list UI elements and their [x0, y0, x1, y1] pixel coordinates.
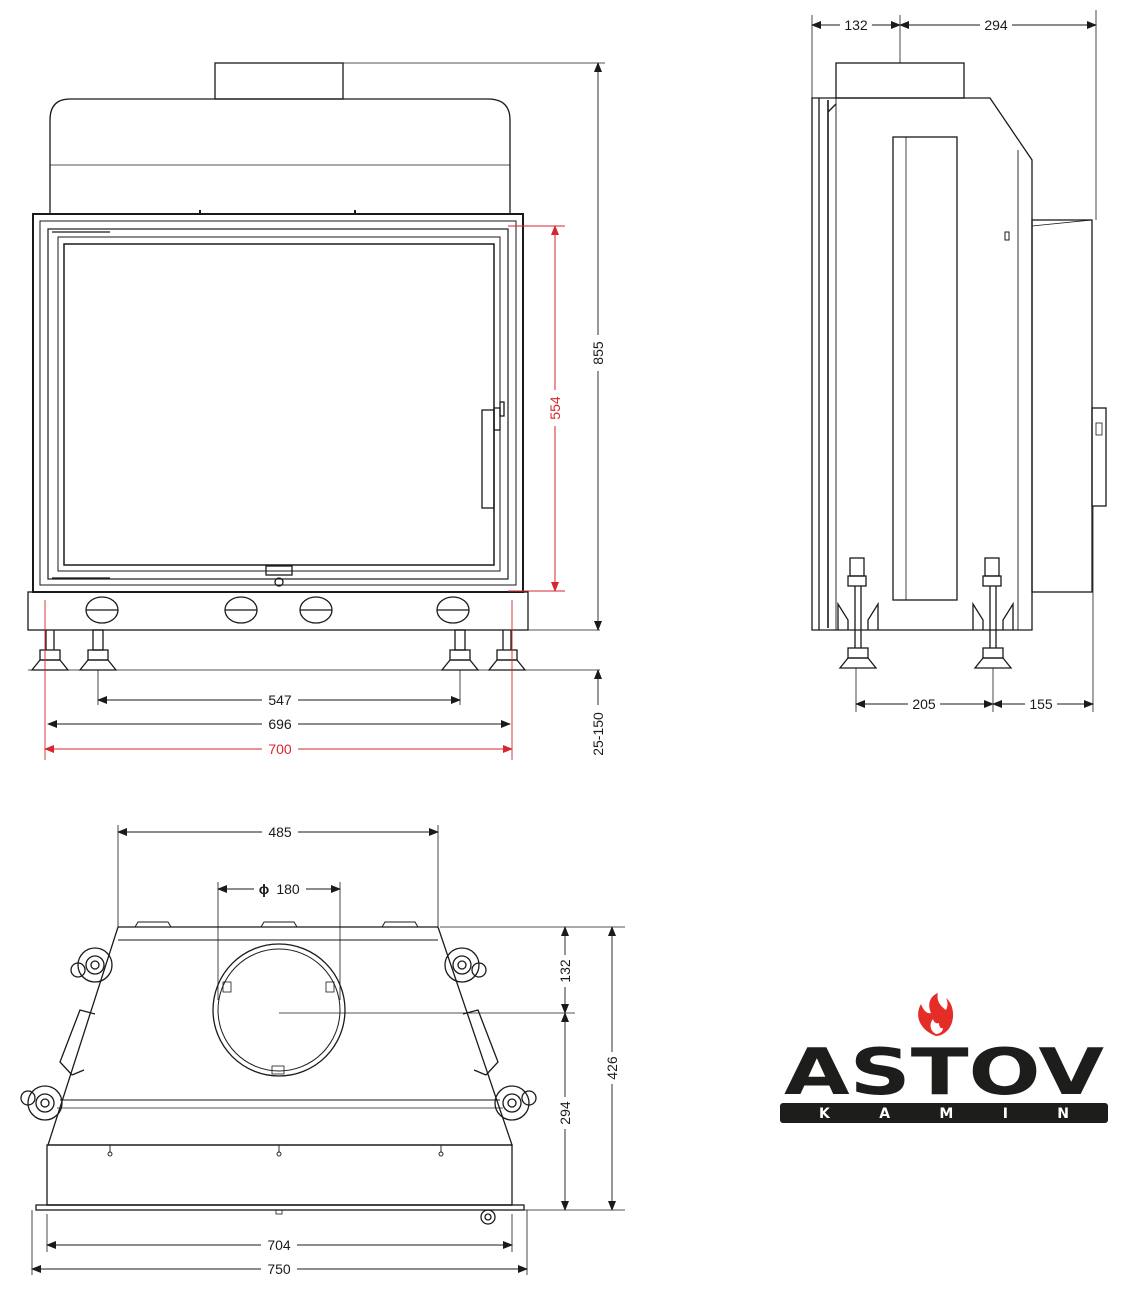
dim-flue-offset: 132 — [557, 959, 573, 983]
front-view — [27, 62, 600, 671]
side-window — [892, 136, 958, 601]
front-air-vents — [85, 596, 470, 624]
dim-rear-depth: 294 — [557, 1101, 573, 1125]
dim-overall-width: 700 — [268, 741, 292, 757]
side-flue-collar — [835, 62, 965, 99]
dim-side-leg-spacing: 205 — [912, 696, 936, 712]
dim-leg-adjust: 25-150 — [590, 712, 606, 756]
top-dimensions — [31, 825, 625, 1275]
dim-side-top-offset: 132 — [844, 17, 868, 33]
dim-glass-height: 554 — [547, 396, 563, 420]
dim-body-width: 696 — [268, 716, 292, 732]
flame-icon — [918, 993, 954, 1036]
dim-height-total: 855 — [590, 341, 606, 365]
front-frame — [32, 213, 524, 593]
logo-brand: ASTOV — [784, 1036, 1105, 1110]
astov-logo: ASTOV K A M I N — [780, 993, 1108, 1123]
front-glass — [63, 243, 495, 566]
front-hood — [49, 98, 511, 213]
side-dimensions — [811, 10, 1097, 712]
front-dimensions — [44, 62, 605, 760]
dim-inner-width: 704 — [267, 1237, 291, 1253]
dim-outer-width: 750 — [267, 1261, 291, 1277]
dim-side-top-depth: 294 — [984, 17, 1008, 33]
front-door — [47, 228, 509, 580]
front-base — [27, 591, 529, 631]
top-front-box — [46, 1144, 513, 1206]
front-legs — [30, 629, 527, 671]
top-hood — [47, 926, 513, 1146]
top-flue-outlet — [212, 943, 346, 1077]
logo-sub: K A M I N — [819, 1106, 1069, 1122]
dim-flue-diameter-symbol: ϕ — [259, 881, 270, 897]
top-corner-bolts — [20, 947, 537, 1121]
side-view — [811, 62, 1107, 669]
dim-collar-width: 485 — [268, 824, 292, 840]
top-view — [20, 921, 537, 1225]
dim-front-leg-spacing: 547 — [268, 692, 292, 708]
side-legs — [837, 557, 1014, 669]
top-front-frame — [35, 1204, 525, 1211]
door-handle — [481, 409, 495, 509]
dim-side-rear-offset: 155 — [1029, 696, 1053, 712]
dim-flue-diameter: 180 — [276, 881, 300, 897]
side-convection-box — [1031, 219, 1093, 593]
side-body — [811, 97, 1033, 631]
logo-sub-bar — [780, 1103, 1108, 1123]
dim-total-depth: 426 — [604, 1056, 620, 1080]
front-flue-collar — [214, 62, 344, 100]
